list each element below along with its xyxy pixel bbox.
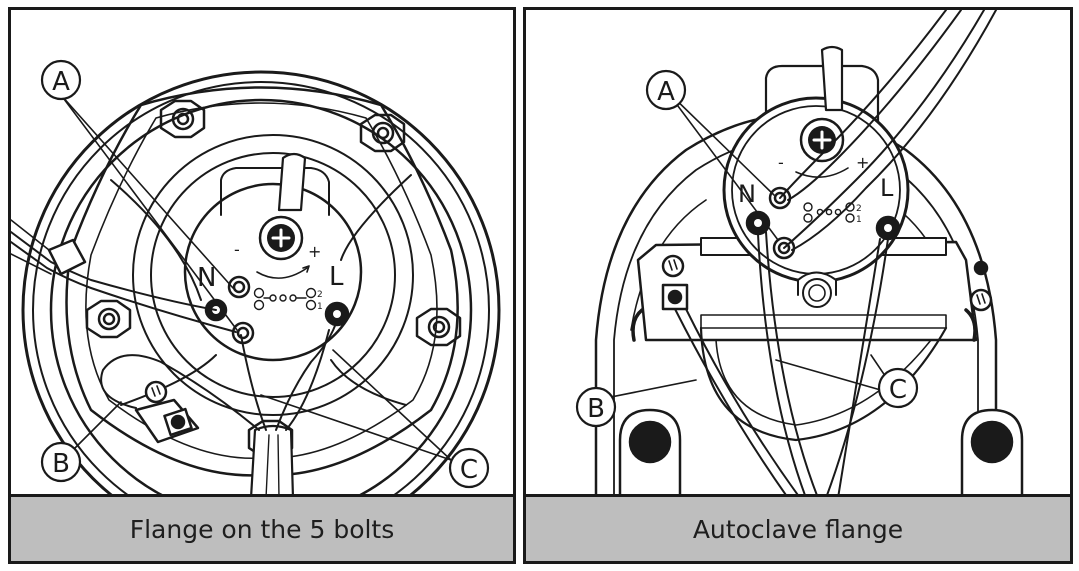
switch-number-2: 2	[317, 290, 323, 300]
autoclave-flange-diagram: - + N L 2 1	[575, 10, 1024, 498]
switch-number-2: 2	[856, 204, 862, 214]
panel-caption: Autoclave flange	[692, 514, 904, 544]
dial-plus-mark: +	[856, 153, 869, 172]
dial-minus-mark: -	[778, 153, 784, 172]
screw-right-dot	[973, 260, 989, 276]
inner-ring-outer	[132, 134, 414, 416]
wire-earth	[674, 308, 789, 498]
foot-right	[960, 408, 1024, 498]
panel-flange-5-bolts: - + N L 2 1	[8, 7, 516, 564]
callout-a-label: A	[52, 67, 70, 97]
switch-number-1: 1	[856, 215, 862, 225]
bolt-top-right	[359, 113, 406, 153]
switch-schematic	[253, 287, 317, 311]
callout-c-circle	[877, 367, 919, 409]
callout-a-label: A	[657, 77, 675, 107]
callout-c-circle	[448, 447, 490, 489]
caption-bar: Flange on the 5 bolts	[11, 494, 513, 561]
earth-clamp	[134, 380, 200, 444]
wire-l	[275, 319, 338, 431]
bolt-right	[415, 307, 462, 347]
callout-leaders	[60, 94, 452, 463]
switch-number-1: 1	[317, 302, 323, 312]
flange-outer-ring	[21, 70, 501, 498]
bolt-left	[85, 299, 132, 339]
caption-bar: Autoclave flange	[526, 494, 1070, 561]
terminal-n-letter: N	[197, 263, 216, 293]
earth-clamp-screw	[661, 283, 689, 311]
terminal-screw-a-upper	[227, 275, 251, 299]
screw-right	[969, 288, 993, 312]
callout-b-circle	[40, 441, 82, 483]
callout-a-circle	[40, 59, 82, 101]
wire-n	[757, 233, 807, 498]
knob-lever	[277, 152, 307, 212]
callout-c-label: C	[889, 375, 907, 405]
terminal-screw-l	[324, 301, 350, 327]
panel-caption: Flange on the 5 bolts	[129, 514, 395, 544]
inner-ring-mid	[150, 152, 396, 398]
five-lobe-plate	[65, 86, 459, 477]
callout-b-label: B	[52, 449, 70, 479]
power-cable	[249, 424, 295, 498]
terminal-screw-l	[875, 215, 901, 241]
screw-left-top	[661, 254, 685, 278]
terminal-l-letter: L	[329, 262, 344, 292]
foot-left	[618, 408, 682, 498]
callout-a-circle	[645, 69, 687, 111]
terminal-n-letter: N	[738, 180, 756, 208]
terminal-screw-a-lower	[231, 321, 255, 345]
flange-ring-2	[32, 81, 490, 498]
wire-connector	[47, 238, 87, 276]
wire-l	[825, 238, 889, 498]
wire-a-lower	[783, 10, 985, 249]
wire-earth	[100, 354, 260, 431]
flange-ring-3	[49, 98, 473, 498]
callout-b-label: B	[587, 394, 605, 424]
dial-minus-mark: -	[234, 240, 240, 259]
thermostat-body	[183, 182, 363, 362]
dial-plus-mark: +	[308, 242, 321, 261]
knob-lever	[820, 45, 844, 112]
wire-a	[240, 334, 267, 431]
plate-inner-edge	[85, 102, 438, 460]
wire-a-upper	[779, 10, 947, 199]
bolt-top-left	[159, 99, 206, 139]
flange-5-bolts-diagram: - + N L 2 1	[11, 59, 501, 498]
terminal-l-letter: L	[880, 174, 894, 202]
callout-b-circle	[575, 386, 617, 428]
callout-c-label: C	[460, 455, 478, 485]
panel-autoclave-flange: - + N L 2 1	[523, 7, 1073, 564]
